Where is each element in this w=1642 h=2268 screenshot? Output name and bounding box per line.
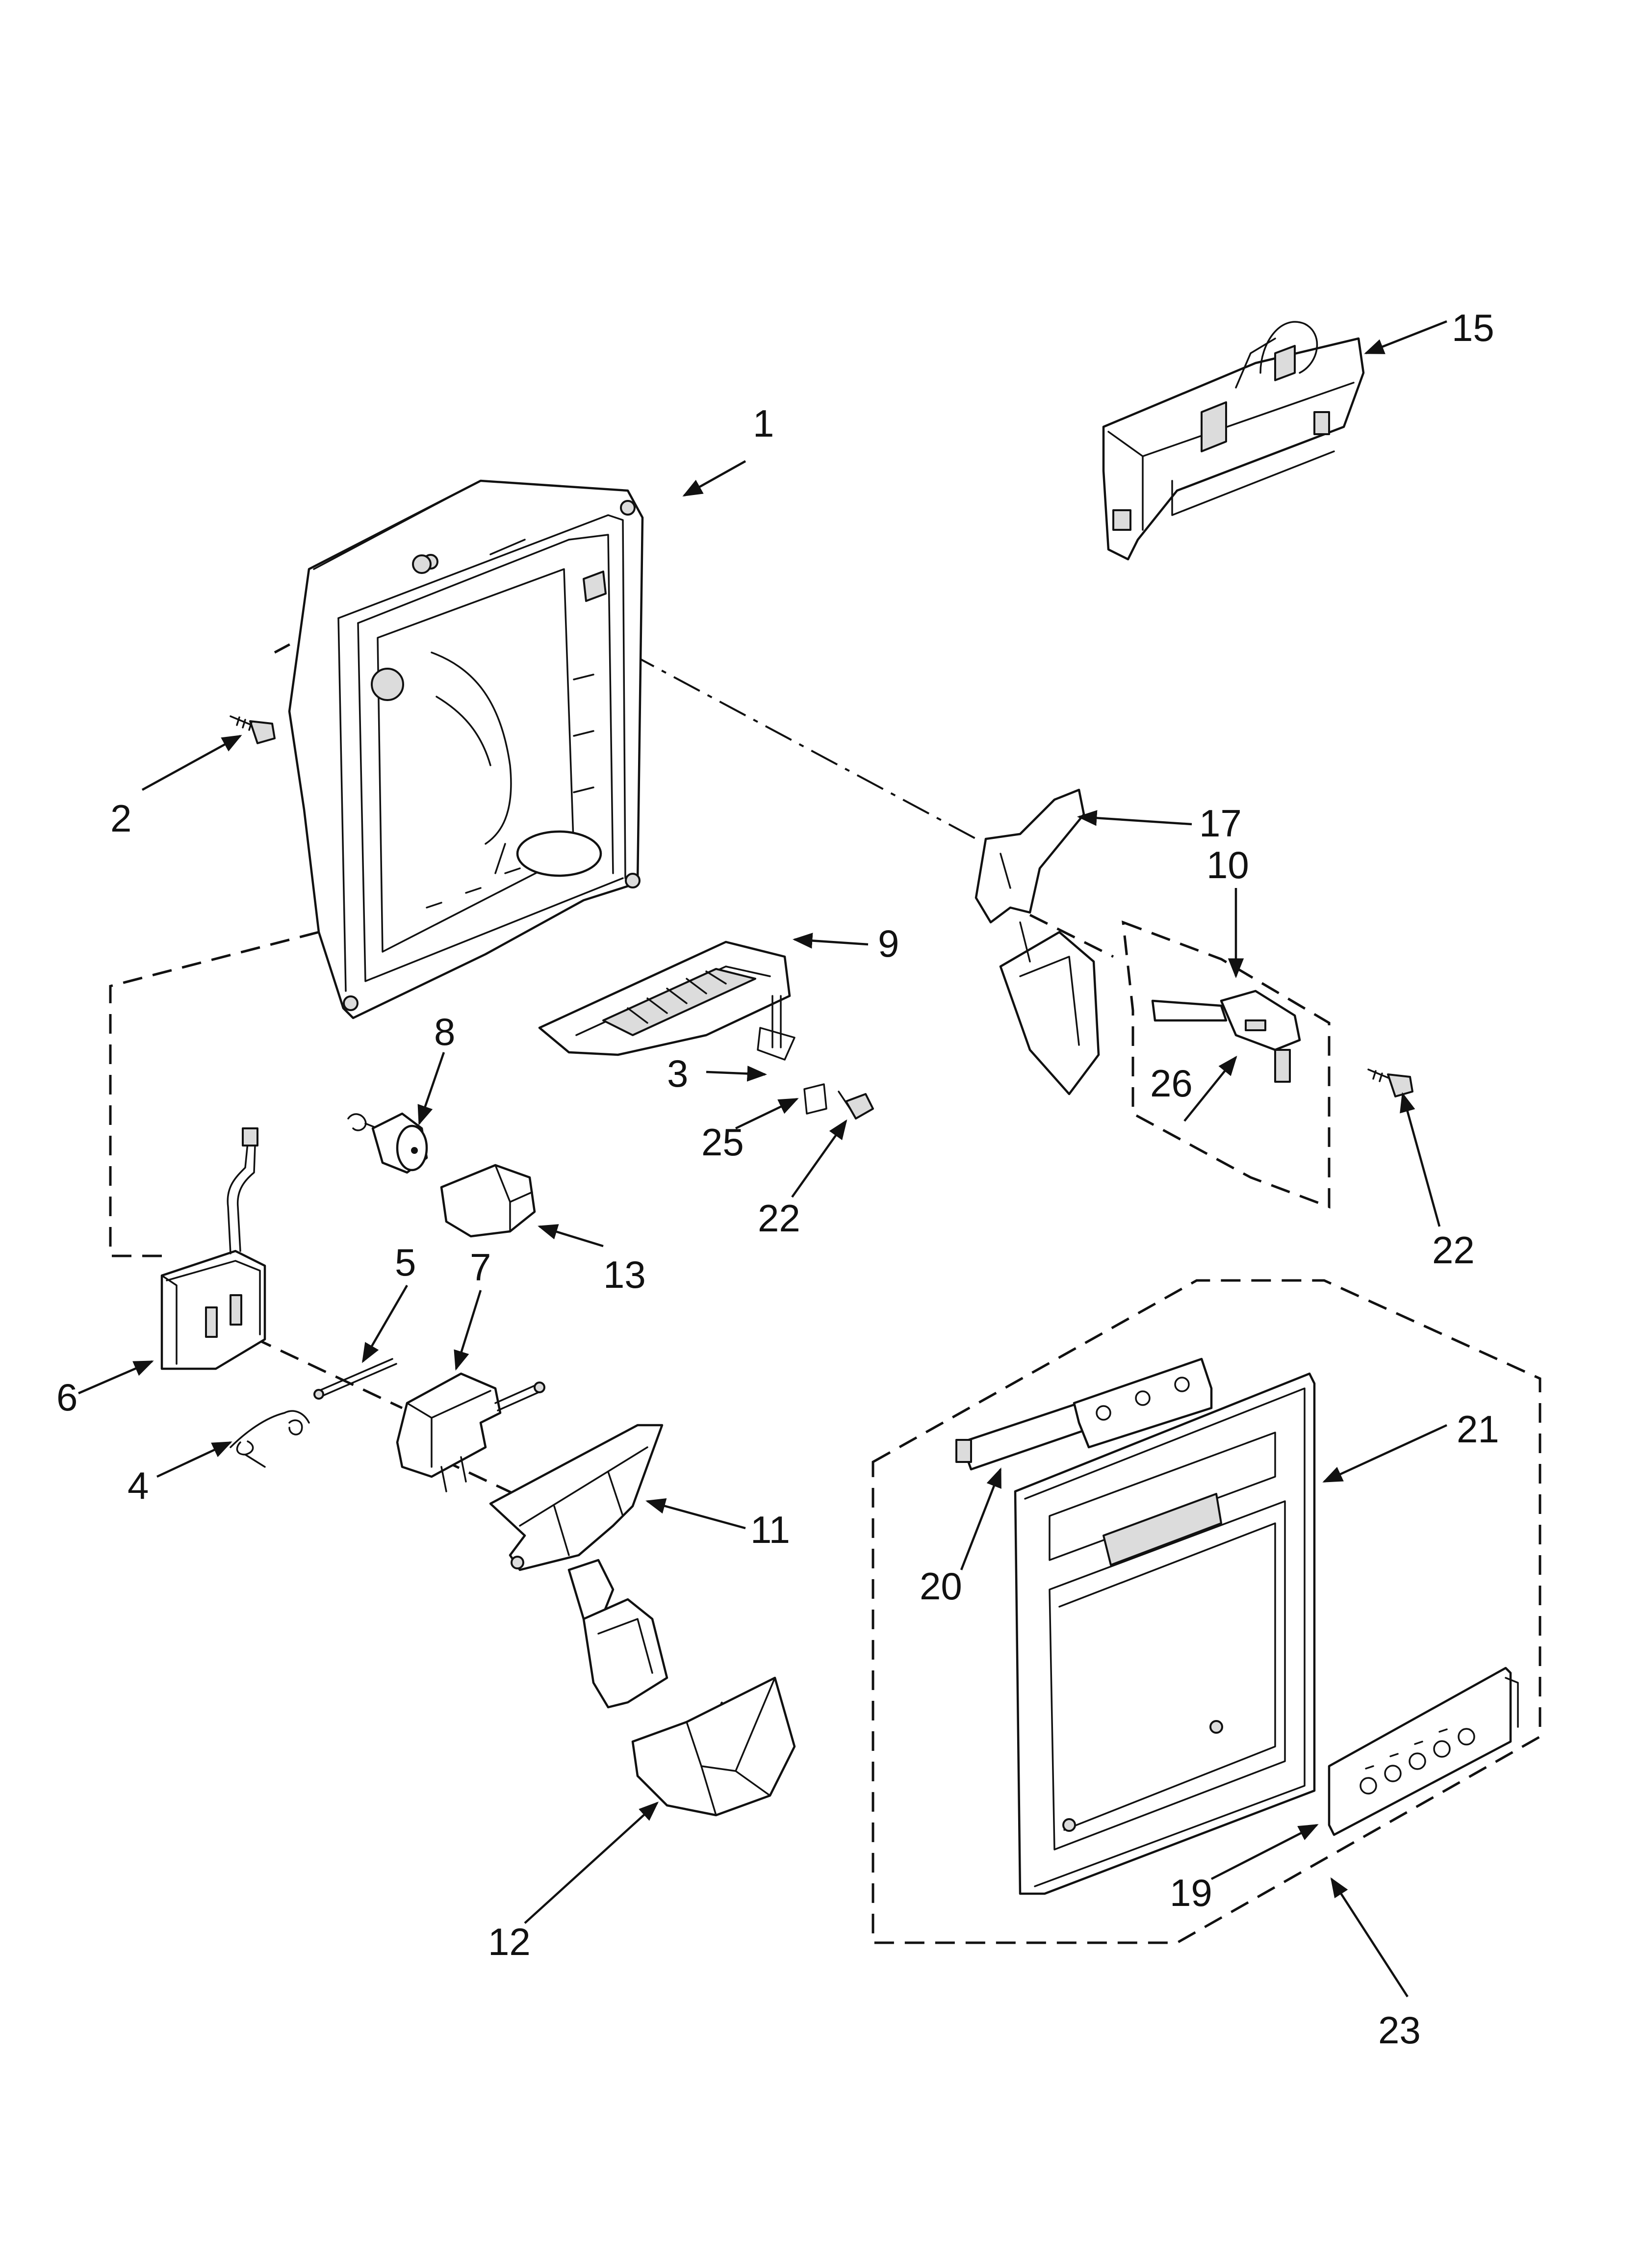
callout-5: 5 [395, 1241, 416, 1284]
callout-20: 20 [920, 1564, 962, 1608]
part-19-panel [1328, 1667, 1519, 1836]
callout-12: 12 [488, 1920, 531, 1963]
callout-21: 21 [1457, 1408, 1499, 1451]
part-2-screw [230, 715, 276, 744]
callout-6: 6 [56, 1376, 77, 1419]
part-21-facade [1014, 1372, 1316, 1895]
callout-3: 3 [667, 1052, 688, 1095]
part-26-rod [1151, 990, 1301, 1083]
callout-22b: 22 [1432, 1228, 1475, 1272]
callout-22a: 22 [758, 1197, 800, 1240]
part-6-switch [160, 1127, 266, 1370]
callout-1: 1 [753, 402, 774, 445]
callout-8: 8 [434, 1010, 455, 1053]
part-9-trim [538, 940, 791, 1056]
callout-labels: 1 2 3 4 5 6 7 8 9 10 11 12 13 15 17 19 2… [56, 306, 1499, 2052]
callout-26: 26 [1150, 1062, 1193, 1105]
part-17-lever [975, 788, 1100, 1095]
callout-15: 15 [1452, 306, 1494, 349]
part-13-cover [440, 1164, 536, 1238]
callout-11: 11 [750, 1508, 790, 1551]
callout-25: 25 [701, 1121, 744, 1164]
callout-7: 7 [470, 1246, 491, 1289]
part-1-housing [288, 479, 644, 1019]
part-7-actuator [396, 1372, 545, 1492]
part-22-screw-right [1367, 1069, 1413, 1097]
part-8-motor [347, 1112, 428, 1174]
callout-13: 13 [603, 1253, 646, 1296]
leader-arrows [78, 320, 1447, 1998]
part-15-bracket [1102, 321, 1365, 561]
part-22-screw-center [838, 1091, 874, 1120]
callout-10: 10 [1206, 843, 1249, 886]
callout-19: 19 [1170, 1871, 1212, 1914]
part-4-spring [230, 1410, 310, 1468]
part-20-board [955, 1357, 1213, 1471]
callout-23: 23 [1378, 2008, 1421, 2052]
callout-4: 4 [128, 1464, 149, 1507]
part-12-chute [631, 1676, 796, 1817]
part-11-lever [489, 1424, 668, 1709]
part-3-spring-clip [757, 995, 795, 1061]
part-25-insulator [803, 1083, 827, 1115]
callout-2: 2 [110, 797, 131, 840]
part-5-pin [313, 1358, 397, 1400]
callout-9: 9 [878, 922, 899, 965]
callout-17: 17 [1199, 802, 1242, 845]
